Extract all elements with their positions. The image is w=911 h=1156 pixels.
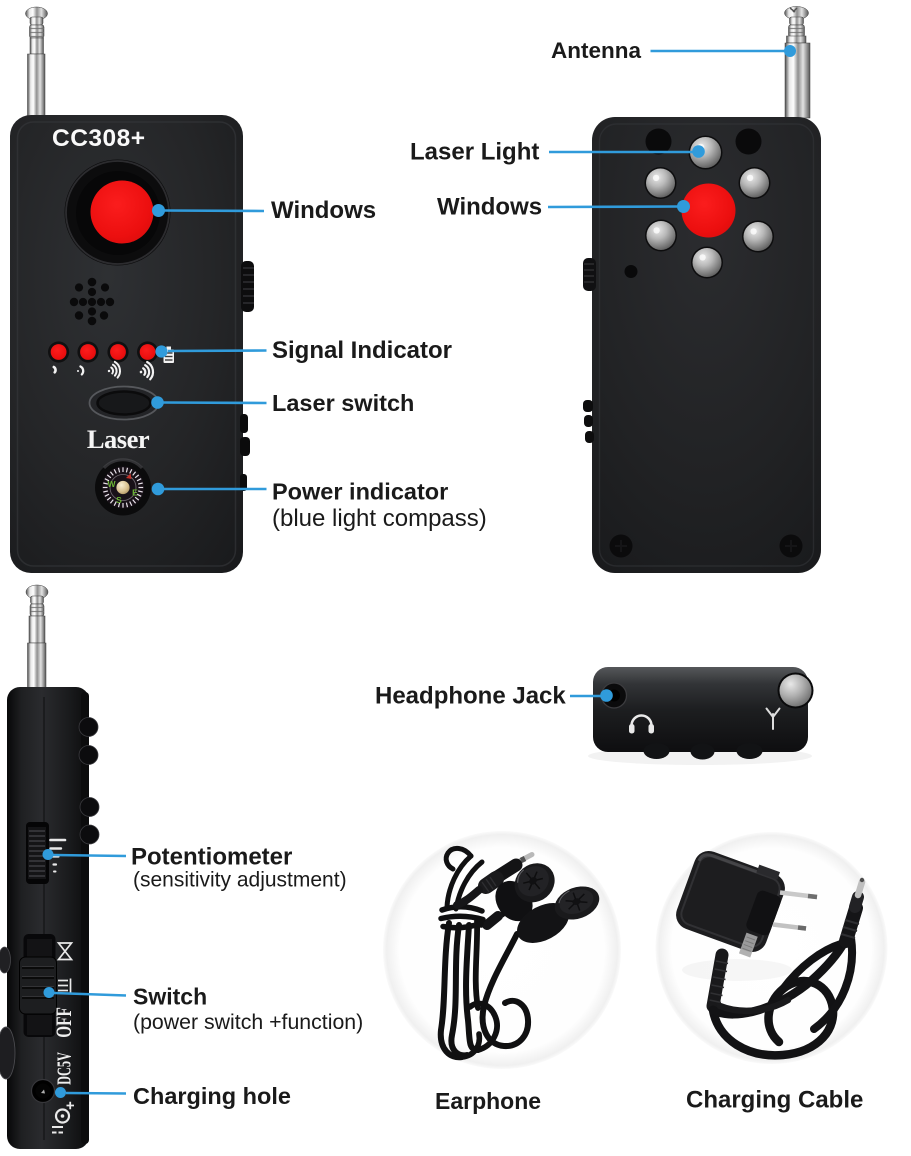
svg-text:DC5V: DC5V [53,1052,76,1085]
svg-text:(power switch +function): (power switch +function) [133,1010,363,1034]
svg-text:Windows: Windows [437,194,542,221]
svg-text:Earphone: Earphone [435,1088,541,1114]
svg-text:Power indicator: Power indicator [272,479,448,505]
svg-text:Charging hole: Charging hole [133,1083,291,1109]
svg-text:Laser Light: Laser Light [410,139,539,166]
svg-text:Headphone Jack: Headphone Jack [375,683,566,710]
svg-text:Laser: Laser [87,424,150,454]
svg-text:Laser switch: Laser switch [272,390,414,416]
svg-text:Charging Cable: Charging Cable [686,1087,863,1114]
svg-text:Switch: Switch [133,984,207,1010]
svg-text:Windows: Windows [271,197,376,224]
svg-text:CC308+: CC308+ [52,125,146,152]
svg-text:E: E [132,488,138,498]
svg-text:Signal Indicator: Signal Indicator [272,337,452,364]
svg-text:S: S [116,495,122,505]
svg-text:W: W [107,479,116,489]
svg-text:(sensitivity adjustment): (sensitivity adjustment) [133,869,347,892]
svg-text:Potentiometer: Potentiometer [131,844,292,871]
svg-text:Antenna: Antenna [551,38,641,63]
svg-text:(blue light compass): (blue light compass) [272,505,487,532]
svg-text:OFF: OFF [52,1007,76,1038]
